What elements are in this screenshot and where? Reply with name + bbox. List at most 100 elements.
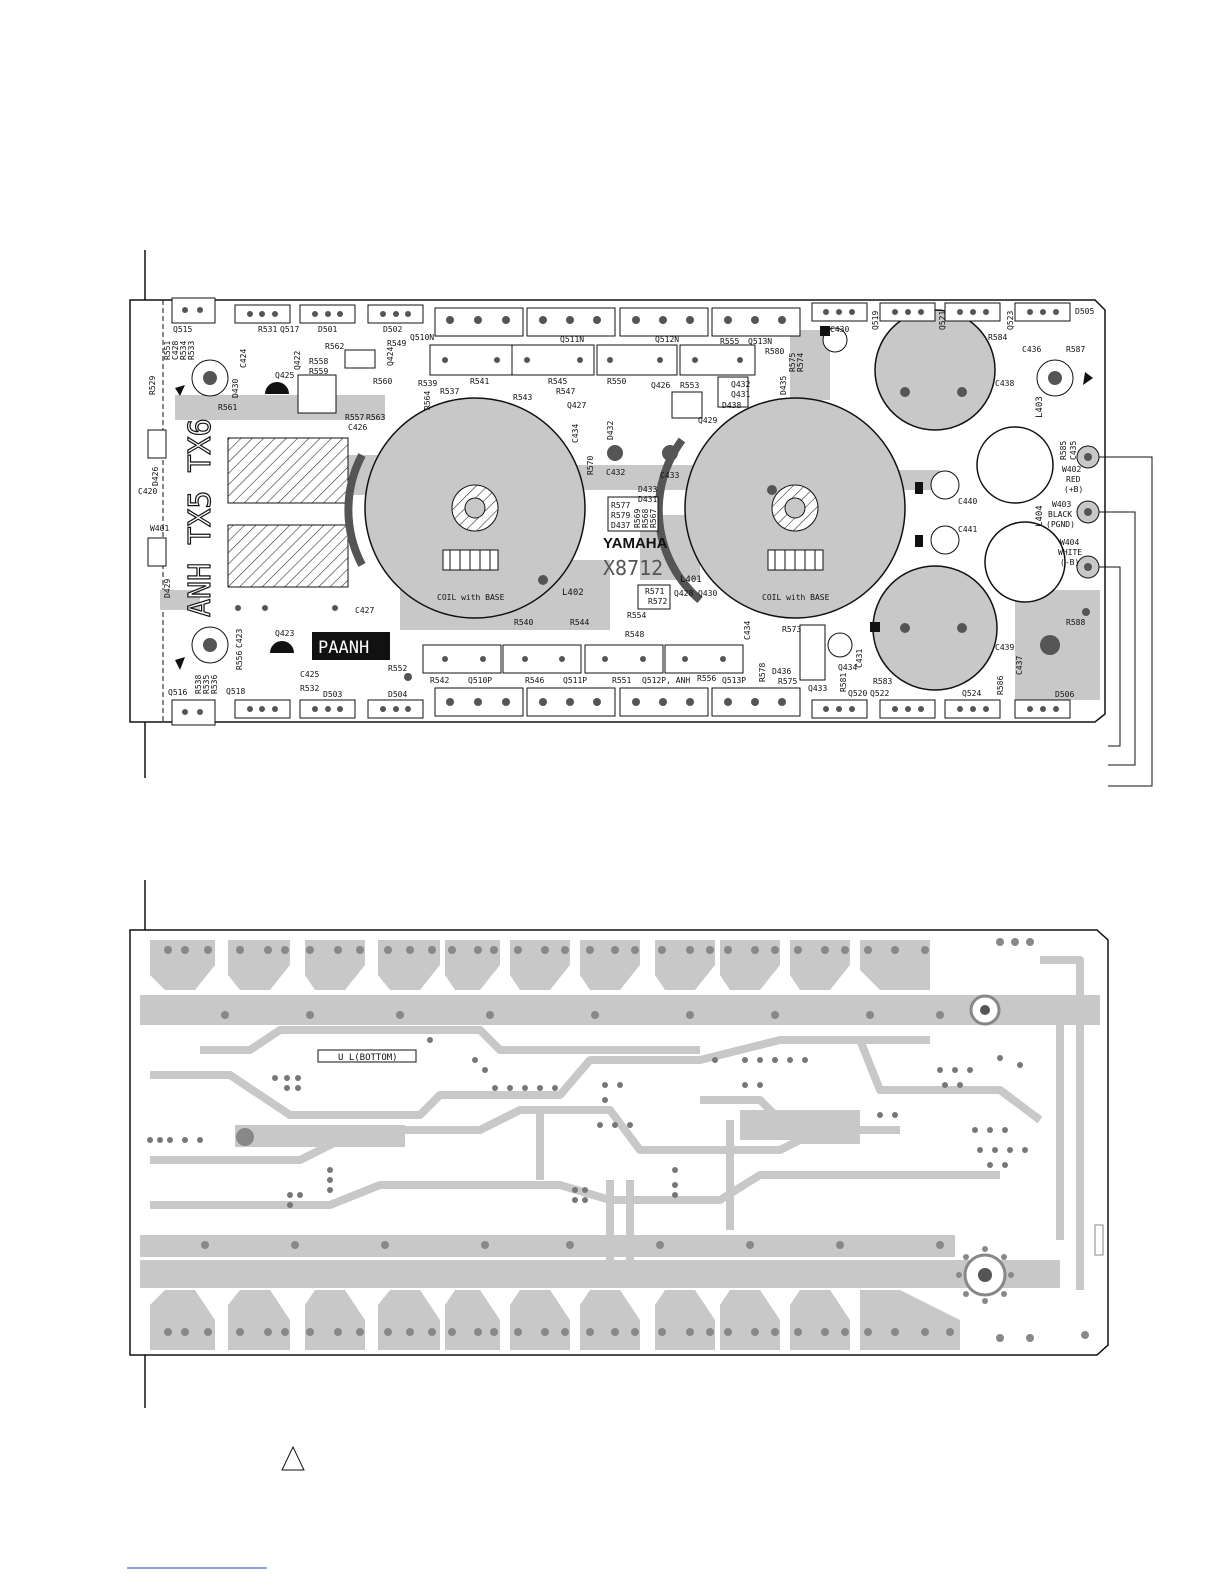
svg-text:R569: R569 <box>633 509 642 528</box>
svg-text:R540: R540 <box>514 618 533 627</box>
mounting-post-top <box>969 994 1001 1026</box>
variant-badge-label: PAANH <box>318 638 369 658</box>
svg-text:R570: R570 <box>586 456 595 475</box>
svg-text:Q429: Q429 <box>698 416 717 425</box>
svg-text:R550: R550 <box>607 377 626 386</box>
svg-text:R575: R575 <box>778 677 797 686</box>
svg-text:C430: C430 <box>830 325 849 334</box>
svg-text:R584: R584 <box>988 333 1007 342</box>
board-code-label: X8712 <box>603 556 663 580</box>
coil-label-1: COIL with BASE <box>437 593 505 602</box>
mounting-post-bottom <box>956 1246 1014 1304</box>
svg-text:(-B): (-B) <box>1060 558 1079 567</box>
inductor-l403 <box>976 426 1054 504</box>
svg-text:R578: R578 <box>758 663 767 682</box>
svg-text:R539: R539 <box>418 379 437 388</box>
svg-text:R587: R587 <box>1066 345 1085 354</box>
svg-text:R574: R574 <box>796 353 805 372</box>
svg-text:R545: R545 <box>548 377 567 386</box>
svg-text:R542: R542 <box>430 676 449 685</box>
svg-text:C432: C432 <box>606 468 625 477</box>
svg-text:R531: R531 <box>258 325 277 334</box>
svg-text:R541: R541 <box>470 377 489 386</box>
svg-text:(PGND): (PGND) <box>1046 520 1075 529</box>
svg-text:R568: R568 <box>641 509 650 528</box>
svg-text:D504: D504 <box>388 690 407 699</box>
svg-text:R546: R546 <box>525 676 544 685</box>
top-row-labels: Q515 R531 Q517 D501 D502 Q510N Q511N Q51… <box>173 307 1094 356</box>
svg-text:D503: D503 <box>323 690 342 699</box>
svg-text:R563: R563 <box>366 413 385 422</box>
svg-text:Q422: Q422 <box>293 351 302 370</box>
svg-text:R579: R579 <box>611 511 630 520</box>
svg-text:Q424: Q424 <box>386 347 395 366</box>
svg-text:R543: R543 <box>513 393 532 402</box>
svg-text:Q515: Q515 <box>173 325 192 334</box>
svg-text:R553: R553 <box>680 381 699 390</box>
svg-text:W404: W404 <box>1060 538 1079 547</box>
svg-text:C428: C428 <box>171 341 180 360</box>
warning-triangle-icon <box>281 1445 305 1471</box>
svg-text:C433: C433 <box>660 471 679 480</box>
top-board: YAMAHA X8712 ANH TX5 TX6 PAANH COIL with… <box>129 250 1153 787</box>
svg-text:W403: W403 <box>1052 500 1071 509</box>
svg-text:Q428: Q428 <box>674 589 693 598</box>
svg-text:R586: R586 <box>996 676 1005 695</box>
wire-terminal-w403: W403 BLACK (PGND) <box>1046 500 1075 529</box>
svg-text:R538: R538 <box>194 675 203 694</box>
svg-text:R581: R581 <box>839 673 848 692</box>
inductor-label-l402: L402 <box>562 588 584 598</box>
svg-text:WHITE: WHITE <box>1058 548 1082 557</box>
svg-text:D431: D431 <box>638 495 657 504</box>
svg-text:RED: RED <box>1066 475 1081 484</box>
svg-text:R588: R588 <box>1066 618 1085 627</box>
bottom-silkscreen-box <box>317 1049 417 1063</box>
inductor-label-l403: L403 <box>1035 396 1045 418</box>
svg-text:R575: R575 <box>788 353 797 372</box>
svg-text:Q516: Q516 <box>168 688 187 697</box>
svg-text:Q434: Q434 <box>838 663 857 672</box>
svg-text:R583: R583 <box>873 677 892 686</box>
inductor-label-l404: L404 <box>1035 505 1045 527</box>
bottom-pad-dots <box>164 938 1089 1342</box>
svg-text:R547: R547 <box>556 387 575 396</box>
svg-text:D505: D505 <box>1075 307 1094 316</box>
svg-text:Q521: Q521 <box>938 311 947 330</box>
coil-label-2: COIL with BASE <box>762 593 830 602</box>
svg-text:Q427: Q427 <box>567 401 586 410</box>
inductor-l402 <box>344 397 586 619</box>
svg-text:Q431: Q431 <box>731 390 750 399</box>
svg-text:C434: C434 <box>571 424 580 443</box>
svg-text:R567: R567 <box>649 509 658 528</box>
svg-text:W401: W401 <box>150 524 169 533</box>
svg-text:R532: R532 <box>300 684 319 693</box>
svg-text:D433: D433 <box>638 485 657 494</box>
mid-labels: R551 C428 R534 R533 C424 Q422 R558 R559 … <box>138 339 1085 693</box>
svg-text:C434: C434 <box>743 621 752 640</box>
svg-text:R536: R536 <box>210 675 219 694</box>
svg-text:D429: D429 <box>163 579 172 598</box>
svg-text:Q430: Q430 <box>698 589 717 598</box>
svg-text:C436: C436 <box>1022 345 1041 354</box>
svg-text:R537: R537 <box>440 387 459 396</box>
svg-text:R544: R544 <box>570 618 589 627</box>
svg-text:R561: R561 <box>218 403 237 412</box>
svg-text:R552: R552 <box>388 664 407 673</box>
svg-text:R556: R556 <box>235 651 244 670</box>
bottom-silkscreen-label: U L(BOTTOM) <box>338 1053 398 1063</box>
svg-text:R555: R555 <box>720 337 739 346</box>
svg-text:R580: R580 <box>765 347 784 356</box>
svg-text:R557: R557 <box>345 413 364 422</box>
svg-text:C426: C426 <box>348 423 367 432</box>
svg-text:Q425: Q425 <box>275 371 294 380</box>
svg-text:BLACK: BLACK <box>1048 510 1072 519</box>
svg-text:R560: R560 <box>373 377 392 386</box>
svg-text:C435: C435 <box>1069 441 1078 460</box>
svg-text:C425: C425 <box>300 670 319 679</box>
svg-text:R533: R533 <box>187 341 196 360</box>
svg-text:Q522: Q522 <box>870 689 889 698</box>
svg-text:Q433: Q433 <box>808 684 827 693</box>
svg-text:R554: R554 <box>627 611 646 620</box>
bottom-row-labels: Q516 R538 R535 R536 Q518 D503 D504 R542 … <box>168 663 1074 699</box>
svg-text:D432: D432 <box>606 421 615 440</box>
